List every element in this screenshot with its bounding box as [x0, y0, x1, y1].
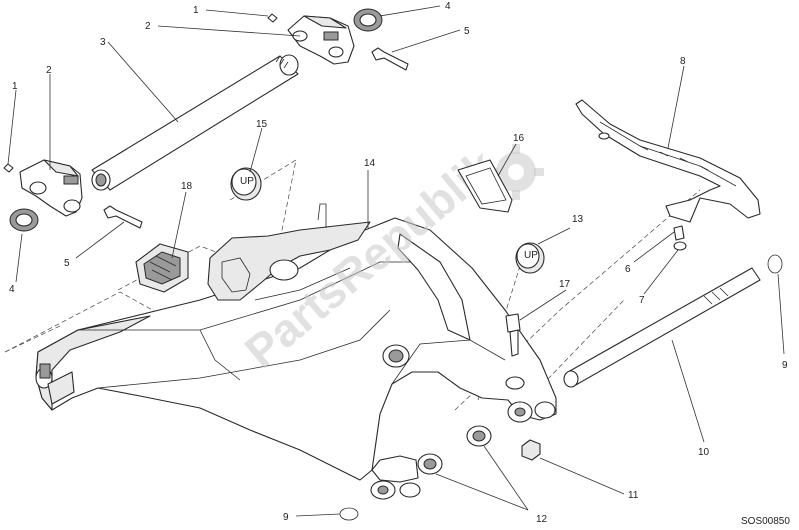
leader-lines — [7, 5, 785, 517]
wheel-axle-10 — [563, 267, 761, 388]
callout-6: 6 — [625, 264, 631, 275]
callout-18: 18 — [181, 181, 193, 192]
callout-12: 12 — [536, 514, 548, 525]
callout-15: 15 — [256, 119, 268, 130]
right-chain-adjuster-group — [267, 8, 409, 71]
bushings-12-nut-11 — [417, 425, 541, 475]
callout-8: 8 — [680, 56, 686, 67]
chain-guard-8 — [575, 99, 761, 223]
callout-10: 10 — [698, 447, 710, 458]
callout-13: 13 — [572, 214, 584, 225]
callout-1-left: 1 — [12, 81, 18, 92]
pivot-shaft — [91, 54, 299, 191]
callout-9-right: 9 — [782, 360, 788, 371]
callout-2-top: 2 — [145, 21, 151, 32]
callout-9-bottom: 9 — [283, 512, 289, 523]
callout-5-left: 5 — [64, 258, 70, 269]
callout-4-top: 4 — [445, 1, 451, 12]
slider-pad-18 — [135, 243, 189, 293]
drawing-code: SOS00850 — [741, 516, 790, 527]
callout-14: 14 — [364, 158, 376, 169]
callout-3: 3 — [100, 37, 106, 48]
plug-13: UP — [515, 242, 545, 274]
left-chain-adjuster-group — [3, 159, 143, 232]
swingarm-body — [35, 203, 557, 500]
screw-6-washer-7 — [673, 225, 687, 251]
callout-1-top: 1 — [193, 5, 199, 16]
callout-4-left: 4 — [9, 284, 15, 295]
protector-16 — [457, 159, 513, 213]
plug-13-mark: UP — [524, 250, 538, 261]
screw-17 — [505, 313, 521, 357]
callout-labels: 1 2 3 4 5 1 2 4 5 15 18 14 16 13 17 8 6 … — [9, 1, 788, 525]
callout-16: 16 — [513, 133, 525, 144]
callout-7: 7 — [639, 295, 645, 306]
plug-15-mark: UP — [240, 176, 254, 187]
callout-2-left: 2 — [46, 65, 52, 76]
plug-15: UP — [230, 167, 262, 201]
callout-17: 17 — [559, 279, 571, 290]
callout-11: 11 — [628, 490, 639, 501]
callout-5-top: 5 — [464, 26, 470, 37]
